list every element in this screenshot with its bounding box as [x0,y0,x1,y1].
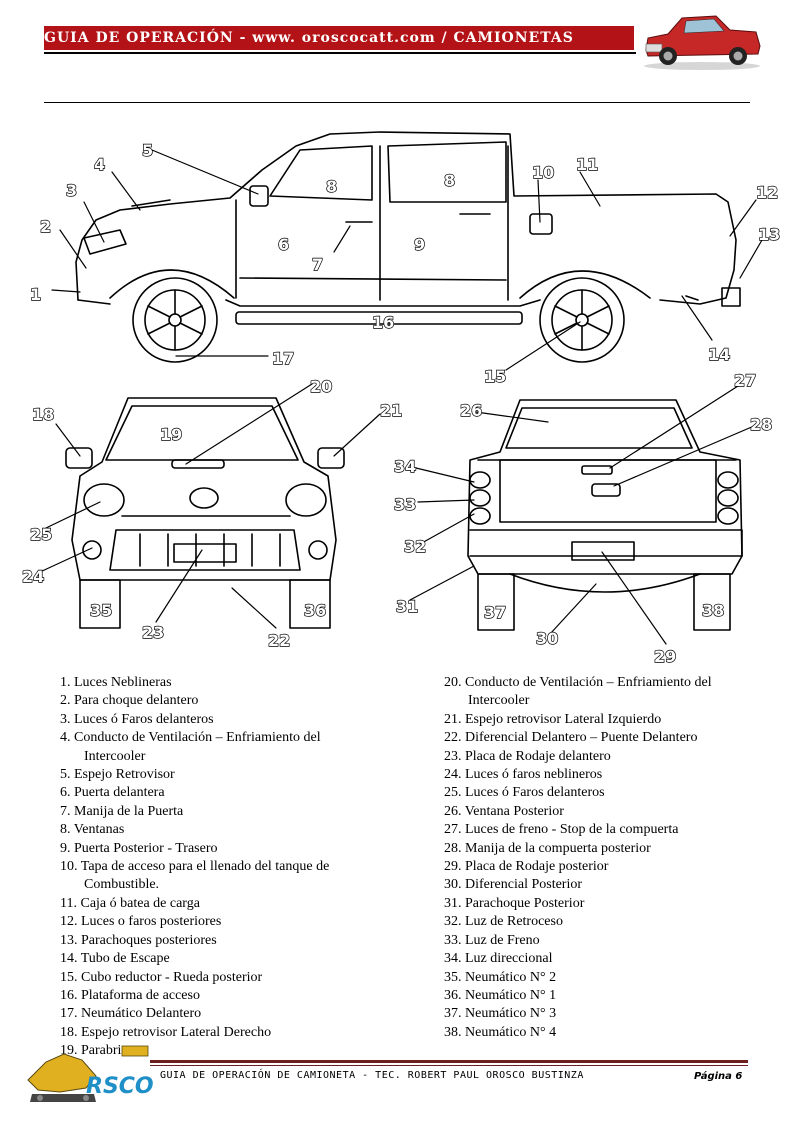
callout-3: 3 [66,181,77,200]
bulldozer-logo [27,1045,149,1102]
callout-34: 34 [394,457,416,476]
parts-list-item-continuation: Intercooler [468,693,530,709]
callout-32: 32 [404,537,426,556]
parts-list-item: 17. Neumático Delantero [60,1006,202,1022]
callout-2: 2 [40,217,51,236]
parts-list-item-continuation: Intercooler [84,748,146,764]
parts-list-item: 12. Luces o faros posteriores [60,914,222,930]
vehicle-parts-diagram: 1 2 3 4 5 6 7 8 8 9 10 11 12 13 14 15 16… [21,131,781,667]
callout-36: 36 [304,601,326,620]
callout-37: 37 [484,603,506,622]
parts-list-left: 1. Luces Neblineras 2. Para choque delant… [60,674,329,1061]
leader-lines [39,149,763,645]
callout-17: 17 [272,349,294,368]
callout-33: 33 [394,495,416,514]
parts-list-item: 30. Diferencial Posterior [444,877,583,893]
parts-list-item: 7. Manija de la Puerta [60,803,184,819]
callout-numbers: 1 2 3 4 5 6 7 8 8 9 10 11 12 13 14 15 16… [21,140,781,666]
callout-13: 13 [758,225,780,244]
parts-list-item: 27. Luces de freno - Stop de la compuert… [444,822,679,838]
parts-list-item: 29. Placa de Rodaje posterior [444,859,609,875]
callout-27: 27 [734,371,756,390]
parts-list-item: 31. Parachoque Posterior [444,895,585,911]
callout-29: 29 [654,647,676,666]
callout-1: 1 [30,285,41,304]
footer-rule-thin [150,1065,748,1066]
parts-list-item: 19. Parabrisas [60,1043,139,1059]
parts-list-item: 22. Diferencial Delantero – Puente Delan… [444,730,698,746]
parts-list-item: 9. Puerta Posterior - Trasero [60,840,218,856]
header-banner [44,26,634,50]
front-view [65,397,345,629]
parts-list-item: 1. Luces Neblineras [60,675,172,690]
parts-list-item: 32. Luz de Retroceso [444,914,563,930]
parts-list-item: 5. Espejo Retrovisor [60,767,175,783]
parts-list-item: 36. Neumático N° 1 [444,987,557,1003]
page-number: Página 6 [694,1071,743,1082]
callout-18: 18 [32,405,54,424]
parts-list-item: 37. Neumático N° 3 [444,1006,557,1022]
callout-30: 30 [536,629,558,648]
parts-list-item: 10. Tapa de acceso para el llenado del t… [60,859,330,875]
parts-list-item: 2. Para choque delantero [60,693,199,709]
callout-15: 15 [484,367,506,386]
parts-list-item: 20. Conducto de Ventilación – Enfriamien… [444,675,712,690]
parts-list-item: 13. Parachoques posteriores [60,932,217,948]
callout-25: 25 [30,525,52,544]
parts-list-item: 8. Ventanas [60,822,125,838]
parts-list-item: 15. Cubo reductor - Rueda posterior [60,969,263,985]
parts-list-item: 21. Espejo retrovisor Lateral Izquierdo [444,711,662,727]
parts-list-item: 11. Caja ó batea de carga [60,895,200,911]
callout-7: 7 [312,255,323,274]
header-title: GUIA DE OPERACIÓN - www. oroscocatt.com … [44,30,574,46]
parts-list-item: 35. Neumático N° 2 [444,969,557,985]
callout-38: 38 [702,601,724,620]
callout-23: 23 [142,623,164,642]
callout-31: 31 [396,597,418,616]
parts-list-item: 24. Luces ó faros neblineros [444,767,603,783]
callout-9: 9 [414,235,425,254]
parts-list-item: 26. Ventana Posterior [444,803,564,819]
parts-list-item: 34. Luz direccional [444,951,553,967]
parts-list-item: 38. Neumático N° 4 [444,1024,557,1040]
callout-24: 24 [22,567,44,586]
parts-list-item: 6. Puerta delantera [60,785,165,801]
callout-16: 16 [372,313,394,332]
red-pickup-photo [644,15,761,70]
footer-rule [150,1060,748,1063]
callout-26: 26 [460,401,482,420]
callout-14: 14 [708,345,730,364]
side-view [75,131,741,363]
callout-20: 20 [310,377,332,396]
callout-28: 28 [750,415,772,434]
rear-view [467,399,743,631]
callout-10: 10 [532,163,554,182]
callout-6: 6 [278,235,289,254]
callout-4: 4 [94,155,105,174]
parts-list-item: 14. Tubo de Escape [60,951,170,967]
callout-19: 19 [160,425,182,444]
parts-list-item: 33. Luz de Freno [444,932,540,948]
callout-21: 21 [380,401,402,420]
header-underline [44,52,636,54]
footer-text: GUIA DE OPERACIÓN DE CAMIONETA - TEC. RO… [160,1070,584,1081]
callout-22: 22 [268,631,290,650]
parts-list-item: 16. Plataforma de acceso [60,987,200,1003]
callout-35: 35 [90,601,112,620]
parts-list-right: 20. Conducto de Ventilación – Enfriamien… [444,674,712,1042]
callout-8a: 8 [326,177,337,196]
callout-11: 11 [576,155,598,174]
callout-12: 12 [756,183,778,202]
parts-list-item: 4. Conducto de Ventilación – Enfriamient… [60,730,321,746]
parts-list-item: 25. Luces ó Faros delanteros [444,785,605,801]
parts-list-item: 3. Luces ó Faros delanteros [60,711,214,727]
callout-8b: 8 [444,171,455,190]
callout-5: 5 [142,141,153,160]
parts-list-item: 28. Manija de la compuerta posterior [444,840,651,856]
parts-list-item-continuation: Combustible. [84,877,160,893]
logo-wordmark: RSCO [86,1074,154,1099]
parts-list-item: 23. Placa de Rodaje delantero [444,748,611,764]
top-rule [44,102,750,103]
parts-list-item: 18. Espejo retrovisor Lateral Derecho [60,1024,272,1040]
